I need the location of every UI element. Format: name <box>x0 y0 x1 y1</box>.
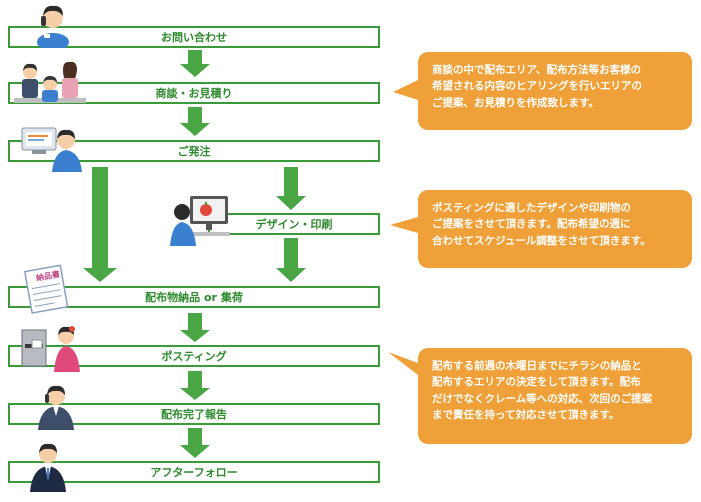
arrow-to-design <box>276 167 306 210</box>
delivery-slip-icon: 納品書 <box>23 264 69 314</box>
step-label: お問い合わせ <box>161 31 227 44</box>
step-order: ご発注 <box>8 140 380 162</box>
callout-pointer-2 <box>390 217 418 233</box>
callout-line: ご提案をさせて頂きます。配布希望の週に <box>432 218 631 231</box>
callout-line: だけでなくクレーム等への対応、次回のご提案 <box>432 392 653 405</box>
step-design-print: デザイン・印刷 <box>208 213 380 235</box>
callout-line: 商談の中で配布エリア、配布方法等お客様の <box>432 64 641 76</box>
callout-line: 希望される内容のヒアリングを行いエリアの <box>432 80 642 93</box>
step-inquiry: お問い合わせ <box>8 26 380 48</box>
delivery-slip-text: 納品書 <box>35 269 60 283</box>
step-follow-up: アフターフォロー <box>8 461 380 483</box>
report-phone-icon <box>38 385 74 430</box>
callout-pointer-3 <box>388 352 418 375</box>
step-label: 配布完了報告 <box>161 408 227 421</box>
callout-line: 配布するエリアの決定をして頂きます。配布 <box>432 376 641 389</box>
step-label: ご発注 <box>177 145 211 158</box>
callout-posting: 配布する前週の木曜日までにチラシの納品と 配布するエリアの決定をして頂きます。配… <box>418 348 692 444</box>
step-label: ポスティング <box>161 350 227 363</box>
arrow-1 <box>180 50 210 77</box>
step-label: アフターフォロー <box>150 466 238 479</box>
step-completion-report: 配布完了報告 <box>8 403 380 425</box>
step-posting: ポスティング <box>8 345 380 367</box>
arrow-5 <box>180 313 210 342</box>
callout-design: ポスティングに適したデザインや印刷物の ご提案をさせて頂きます。配布希望の週に … <box>418 190 692 268</box>
meeting-people-icon <box>14 61 86 103</box>
arrow-7 <box>180 428 210 458</box>
follow-up-person-icon <box>30 443 66 492</box>
step-label: デザイン・印刷 <box>255 218 333 231</box>
arrow-long <box>83 167 117 282</box>
callout-line: 配布する前週の木曜日までにチラシの納品と <box>432 360 642 372</box>
callout-line: 合わせてスケジュール調整をさせて頂きます。 <box>432 234 651 247</box>
arrow-6 <box>180 371 210 400</box>
callout-line: まで責任を持って対応させて頂きます。 <box>432 408 620 421</box>
step-negotiation-estimate: 商談・お見積り <box>8 82 380 104</box>
posting-mailbox-icon <box>21 326 80 372</box>
callout-line: ポスティングに適したデザインや印刷物の <box>432 202 631 214</box>
arrow-2 <box>180 107 210 136</box>
callout-line: ご提案、お見積りを作成致します。 <box>432 96 599 109</box>
step-label: 商談・お見積り <box>155 87 233 100</box>
step-delivery-pickup: 配布物納品 or 集荷 <box>8 286 380 308</box>
callout-negotiation: 商談の中で配布エリア、配布方法等お客様の 希望される内容のヒアリングを行いエリア… <box>418 52 692 130</box>
computer-person-icon <box>21 127 82 172</box>
step-label: 配布物納品 or 集荷 <box>145 291 243 304</box>
arrow-from-design <box>276 238 306 282</box>
phone-person-icon <box>37 5 69 48</box>
designer-at-monitor-icon <box>170 196 230 246</box>
callout-pointer-1 <box>393 80 418 100</box>
